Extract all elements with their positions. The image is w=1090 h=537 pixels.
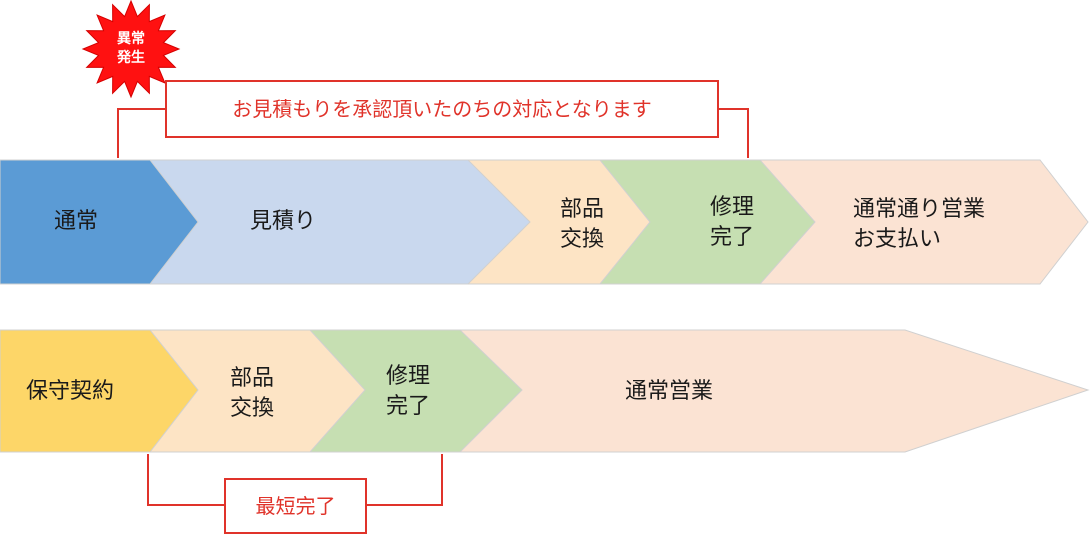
row2-callout: 最短完了 bbox=[224, 478, 367, 534]
row2-stage-3-label: 修理 完了 bbox=[386, 364, 431, 419]
row2-stage-4-label: 通常営業 bbox=[625, 379, 714, 404]
row1-stage-4-label: 修理 完了 bbox=[710, 195, 755, 250]
starburst-icon bbox=[81, 0, 181, 99]
row2-stage-4-shape bbox=[438, 329, 1090, 453]
row1-stage-3-label: 部品 交換 bbox=[560, 197, 605, 252]
row2-stage-2-label: 部品 交換 bbox=[230, 366, 275, 421]
row1-stage-2-shape bbox=[143, 159, 531, 285]
row1-stage-2-label: 見積り bbox=[250, 209, 317, 234]
badge-label: 異常 発生 bbox=[117, 31, 145, 66]
row1-stage-1-label: 通常 bbox=[54, 209, 99, 234]
row2-stage-1-label: 保守契約 bbox=[26, 379, 115, 404]
row1-callout: お見積もりを承認頂いたのちの対応となります bbox=[165, 80, 719, 138]
row2-stage-1-shape bbox=[0, 329, 199, 453]
row1-stage-1-shape bbox=[0, 159, 199, 285]
row1-stage-5-label: 通常通り営業 お支払い bbox=[853, 197, 986, 252]
